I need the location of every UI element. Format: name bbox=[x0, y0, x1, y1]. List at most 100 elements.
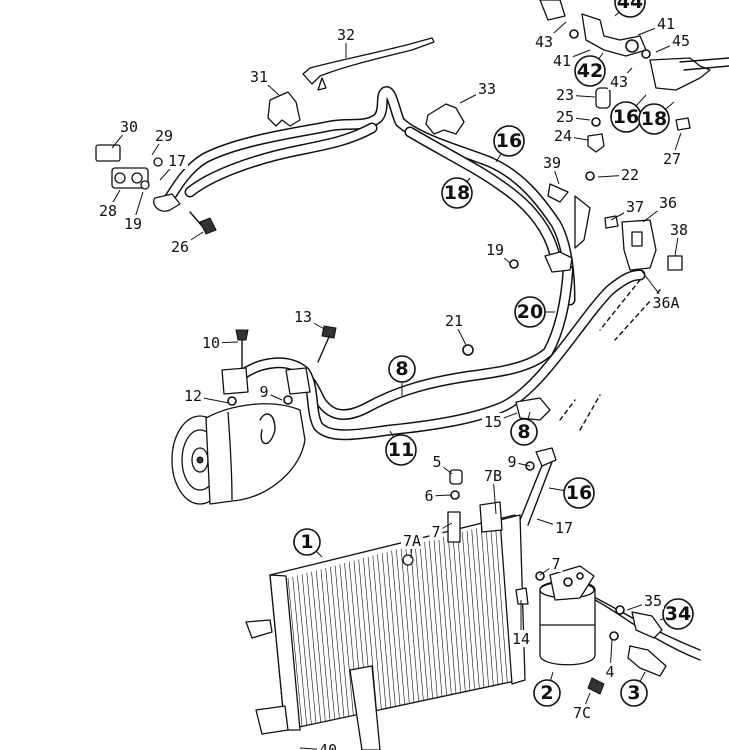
condenser-fin bbox=[443, 536, 457, 694]
callout-text: 19 bbox=[486, 241, 504, 259]
callout-text: 11 bbox=[388, 439, 414, 461]
callout-c20: 20 bbox=[514, 296, 555, 328]
condenser-fin bbox=[396, 549, 410, 704]
callout-c18a: 18 bbox=[441, 177, 473, 209]
callout-text: 26 bbox=[171, 238, 189, 256]
condenser-fin bbox=[419, 543, 433, 699]
callout-text: 7B bbox=[484, 467, 502, 485]
callout-c7a: 7 bbox=[429, 522, 453, 541]
callout-circle bbox=[620, 679, 648, 707]
callout-c45: 45 bbox=[655, 32, 692, 53]
condenser-fin bbox=[414, 544, 429, 700]
callout-bg bbox=[650, 294, 682, 311]
callout-bg bbox=[482, 467, 504, 484]
condenser-fin bbox=[381, 553, 396, 707]
callout-text: 2 bbox=[540, 682, 553, 704]
callout-c24: 24 bbox=[552, 127, 589, 145]
callout-c37: 37 bbox=[610, 198, 646, 221]
receiver-line-brackets bbox=[539, 0, 729, 153]
callout-c15: 15 bbox=[482, 412, 518, 431]
callout-bg bbox=[182, 387, 204, 404]
callout-bg bbox=[200, 334, 222, 351]
condenser-fin bbox=[297, 575, 312, 725]
callout-c42: 42 bbox=[574, 52, 606, 87]
callout-text: 31 bbox=[250, 68, 268, 86]
callout-c41a: 41 bbox=[637, 15, 677, 36]
callout-text: 7C bbox=[573, 704, 591, 722]
condenser-fin bbox=[339, 564, 354, 716]
callout-bg bbox=[153, 127, 175, 144]
callout-bg bbox=[549, 555, 563, 572]
callout-text: 22 bbox=[621, 166, 639, 184]
callout-c17a: 17 bbox=[159, 152, 188, 181]
callout-c10: 10 bbox=[200, 334, 239, 352]
callout-circle bbox=[441, 177, 473, 209]
callout-text: 39 bbox=[543, 154, 561, 172]
callout-c38: 38 bbox=[668, 221, 690, 257]
callout-bg bbox=[443, 312, 465, 329]
callout-bg bbox=[257, 383, 271, 400]
condenser-fin bbox=[377, 554, 391, 708]
callout-c16b: 16 bbox=[548, 477, 595, 509]
callout-bg bbox=[571, 704, 593, 721]
callout-c16a: 16 bbox=[493, 125, 525, 163]
callout-circle bbox=[638, 103, 670, 135]
callout-c7A: 7A bbox=[401, 532, 423, 559]
callout-bg bbox=[505, 453, 519, 470]
callout-text: 37 bbox=[626, 198, 644, 216]
callout-c27: 27 bbox=[661, 132, 683, 168]
callout-c40: 40 bbox=[299, 741, 339, 750]
callout-circle bbox=[510, 418, 538, 446]
callout-c29: 29 bbox=[151, 127, 175, 156]
callout-c22: 22 bbox=[597, 166, 641, 184]
callout-text: 24 bbox=[554, 127, 572, 145]
callout-text: 5 bbox=[432, 453, 441, 471]
condenser-fin bbox=[372, 555, 387, 709]
callout-bg bbox=[317, 741, 339, 750]
callout-text: 38 bbox=[670, 221, 688, 239]
callout-bg bbox=[551, 52, 573, 69]
callout-circle bbox=[293, 528, 321, 556]
callout-c28: 28 bbox=[97, 189, 121, 220]
callout-c6: 6 bbox=[422, 487, 452, 505]
condenser-fin bbox=[433, 539, 447, 696]
callout-c25: 25 bbox=[554, 108, 591, 126]
callout-text: 12 bbox=[184, 387, 202, 405]
condenser-fin bbox=[462, 531, 475, 690]
callout-text: 18 bbox=[444, 182, 470, 204]
callout-circle bbox=[563, 477, 595, 509]
condenser-fin bbox=[452, 534, 466, 692]
receiver-drier bbox=[539, 565, 667, 695]
callout-bg bbox=[624, 198, 646, 215]
callout-bg bbox=[292, 308, 314, 325]
callout-text: 17 bbox=[555, 519, 573, 537]
callout-c14: 14 bbox=[510, 600, 532, 648]
callout-text: 1 bbox=[300, 531, 313, 553]
pressure-fitting-block bbox=[509, 171, 683, 273]
callout-text: 15 bbox=[484, 413, 502, 431]
callout-bg bbox=[169, 238, 191, 255]
callout-c31: 31 bbox=[248, 68, 280, 96]
callout-c3: 3 bbox=[620, 671, 648, 707]
callout-c7b: 7 bbox=[539, 555, 563, 576]
callout-text: 3 bbox=[627, 682, 640, 704]
callout-bg bbox=[661, 150, 683, 167]
callout-c44: 44 bbox=[614, 0, 646, 18]
condenser-fin bbox=[457, 533, 471, 691]
callout-text: 10 bbox=[202, 334, 220, 352]
callout-c9a: 9 bbox=[257, 383, 283, 401]
callout-text: 33 bbox=[478, 80, 496, 98]
callout-bg bbox=[554, 108, 576, 125]
callout-text: 4 bbox=[605, 663, 614, 681]
callout-circle bbox=[574, 55, 606, 87]
condenser-fin bbox=[391, 550, 405, 705]
callout-c9b: 9 bbox=[505, 453, 531, 471]
callout-bg bbox=[401, 532, 423, 549]
condenser-fin bbox=[306, 572, 321, 723]
callout-c21: 21 bbox=[443, 312, 467, 346]
callout-bg bbox=[166, 152, 188, 169]
callout-bg bbox=[118, 118, 140, 135]
callout-text: 36 bbox=[659, 194, 677, 212]
callout-bg bbox=[554, 86, 576, 103]
